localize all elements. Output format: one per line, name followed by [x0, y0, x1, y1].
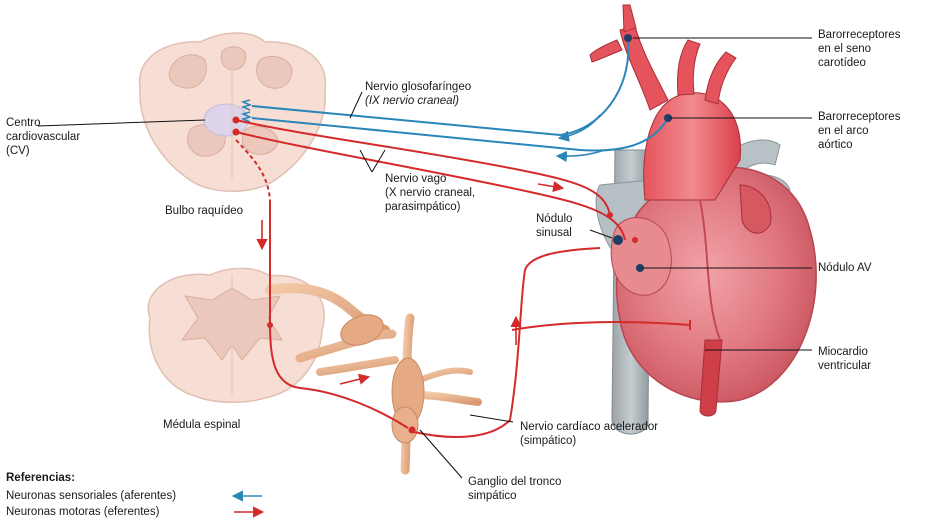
label-miocardio-line2: ventricular	[818, 360, 872, 372]
sensory-pathways	[240, 34, 672, 163]
label-vago-line1: Nervio vago	[385, 173, 447, 185]
label-centro-line3: (CV)	[6, 145, 30, 157]
label-centro-line2: cardiovascular	[6, 131, 81, 143]
label-nervio-vago: Nervio vago (X nervio craneal, parasimpá…	[385, 172, 475, 214]
label-baro-arco-line2: en el arco	[818, 125, 869, 137]
label-centro-cardiovascular: Centro cardiovascular (CV)	[6, 116, 80, 158]
label-ganglio-line2: simpático	[468, 490, 517, 502]
label-ganglio-tronco-simpatico: Ganglio del tronco simpático	[468, 475, 561, 503]
label-miocardio-ventricular: Miocardio ventricular	[818, 345, 871, 373]
label-cardiaco-line1: Nervio cardíaco acelerador	[520, 421, 659, 433]
label-bulbo-raquideo: Bulbo raquídeo	[165, 205, 244, 217]
label-glosofaringeo-line1: Nervio glosofaríngeo	[365, 81, 472, 93]
label-nervio-cardiaco: Nervio cardíaco acelerador (simpático)	[520, 420, 658, 448]
label-nodulo-sinusal-line2: sinusal	[536, 227, 572, 239]
label-vago-line2: (X nervio craneal,	[385, 187, 476, 199]
label-barorreceptores-seno-carotideo: Barorreceptores en el seno carotídeo	[818, 28, 900, 70]
label-nodulo-sinusal: Nódulo sinusal	[536, 212, 572, 240]
label-nervio-glosofaringeo: Nervio glosofaríngeo (IX nervio craneal)	[365, 80, 471, 108]
label-baro-seno-line1: Barorreceptores	[818, 29, 901, 41]
label-miocardio-line1: Miocardio	[818, 346, 868, 358]
medulla-oblongata-illustration	[138, 32, 327, 192]
motor-pathways	[232, 116, 691, 438]
legend-title: Referencias:	[6, 472, 76, 484]
spinal-cord-illustration	[147, 267, 397, 404]
label-barorreceptores-arco-aortico: Barorreceptores en el arco aórtico	[818, 110, 900, 152]
label-vago-line3: parasimpático)	[385, 201, 461, 213]
label-centro-line1: Centro	[6, 117, 41, 129]
label-baro-seno-line2: en el seno	[818, 43, 872, 55]
legend-motor-label: Neuronas motoras (eferentes)	[6, 506, 160, 518]
label-baro-arco-line3: aórtico	[818, 139, 853, 151]
label-nodulo-av: Nódulo AV	[818, 262, 872, 274]
legend-sensory-label: Neuronas sensoriales (aferentes)	[6, 490, 177, 502]
label-medula-espinal: Médula espinal	[163, 419, 241, 431]
label-baro-arco-line1: Barorreceptores	[818, 111, 901, 123]
label-ganglio-line1: Ganglio del tronco	[468, 476, 562, 488]
label-cardiaco-line2: (simpático)	[520, 435, 577, 447]
label-baro-seno-line3: carotídeo	[818, 57, 866, 69]
leader-lines	[37, 37, 812, 479]
label-glosofaringeo-line2: (IX nervio craneal)	[365, 95, 459, 107]
heart-illustration	[589, 4, 817, 435]
label-nodulo-sinusal-line1: Nódulo	[536, 213, 573, 225]
